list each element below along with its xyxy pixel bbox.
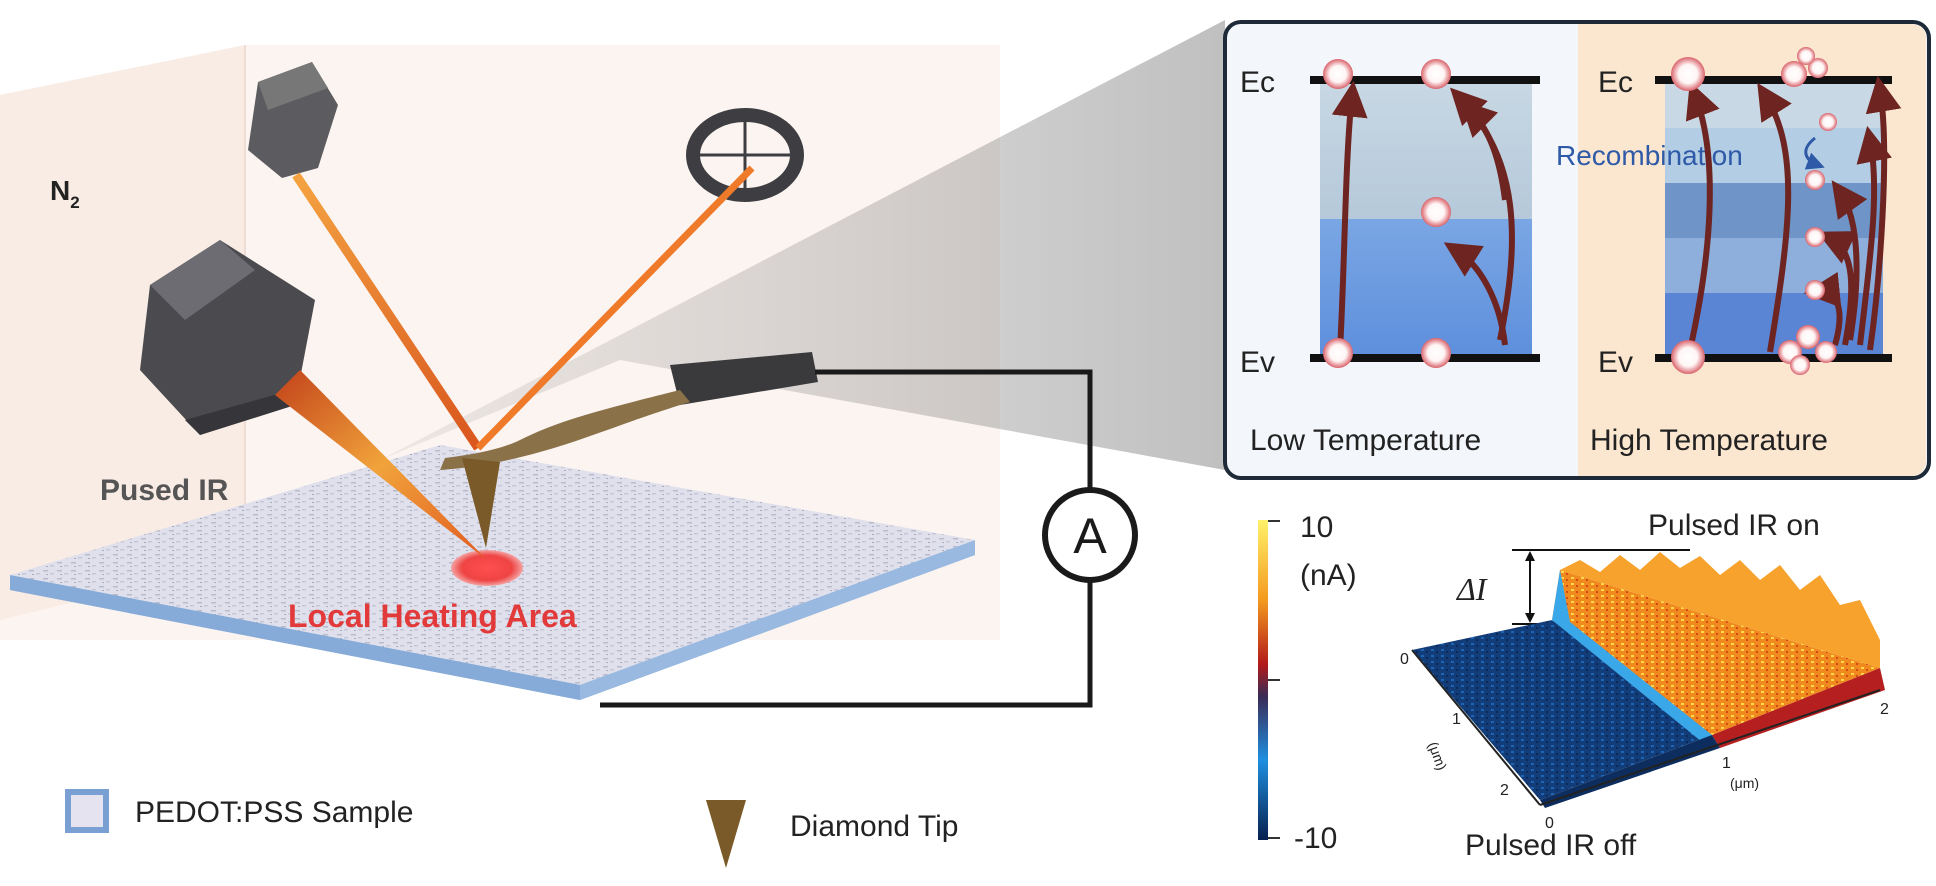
pulsed-ir-label: Pused IR xyxy=(100,474,229,507)
tip-legend-icon xyxy=(706,800,746,868)
low-temp-title: Low Temperature xyxy=(1250,424,1481,457)
pulsed-ir-off-label: Pulsed IR off xyxy=(1465,829,1637,862)
local-heating-label: Local Heating Area xyxy=(288,598,577,634)
photodetector xyxy=(686,108,804,202)
sample-legend-label: PEDOT:PSS Sample xyxy=(135,796,413,829)
high-ec-label: Ec xyxy=(1598,66,1633,99)
colorbar-min-label: -10 xyxy=(1294,822,1337,855)
gas-label: N2 xyxy=(50,175,80,212)
high-temp-carriers xyxy=(1671,47,1837,375)
pulsed-ir-on-label: Pulsed IR on xyxy=(1648,509,1820,542)
high-temp-transitions xyxy=(1685,75,1902,353)
recombination-label: Recombination xyxy=(1556,140,1743,171)
y-tick-0: 0 xyxy=(1400,651,1409,668)
sample-swatch xyxy=(65,789,109,833)
low-ev-label: Ev xyxy=(1240,346,1275,379)
laser-reflected-beam xyxy=(475,165,755,451)
low-temp-carriers xyxy=(1323,59,1451,368)
recombination-arrow xyxy=(1804,136,1825,170)
low-ec-label: Ec xyxy=(1240,66,1275,99)
ammeter-circle xyxy=(1042,487,1138,583)
colorbar-ticks xyxy=(1268,520,1280,839)
afm-cantilever xyxy=(440,352,818,470)
y-axis-unit: (μm) xyxy=(1425,740,1450,773)
delta-i-label: ΔI xyxy=(1455,571,1488,607)
colorbar xyxy=(1258,520,1268,840)
local-heating-spot xyxy=(451,550,523,586)
surface-axes xyxy=(1411,649,1881,806)
ir-source xyxy=(140,240,315,435)
laser-incident-beam xyxy=(292,172,482,451)
low-temp-transitions xyxy=(1331,80,1515,351)
colorbar-unit-label: (nA) xyxy=(1300,559,1357,592)
x-axis-unit: (μm) xyxy=(1730,775,1759,791)
ir-beam xyxy=(275,370,487,560)
tip-legend-label: Diamond Tip xyxy=(790,810,958,843)
high-ev-label: Ev xyxy=(1598,346,1633,379)
x-tick-1: 1 xyxy=(1722,755,1731,772)
y-tick-1: 1 xyxy=(1452,711,1461,728)
current-map-surface xyxy=(1412,552,1885,808)
magnification-fan xyxy=(380,20,1225,470)
laser-source xyxy=(248,62,338,178)
circuit-wire xyxy=(600,369,1093,708)
diamond-tip xyxy=(462,458,500,548)
ammeter-symbol: A xyxy=(1073,508,1107,564)
colorbar-max-label: 10 xyxy=(1300,511,1333,544)
x-tick-0: 0 xyxy=(1545,815,1554,832)
x-tick-2: 2 xyxy=(1880,701,1889,718)
y-tick-2: 2 xyxy=(1500,782,1509,799)
high-temp-title: High Temperature xyxy=(1590,424,1828,457)
